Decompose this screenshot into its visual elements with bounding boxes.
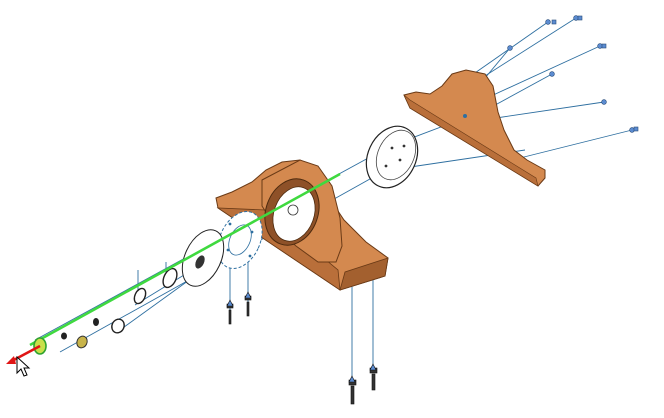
washer [61,332,67,340]
nut [93,318,99,326]
rear-cover-plate[interactable] [403,69,546,187]
bearing [162,267,178,289]
assembly-axis-highlight [29,172,341,347]
washer [76,335,88,349]
nut [111,318,125,334]
front-cover-plate[interactable] [357,118,428,196]
coordinate-triad-icon[interactable] [6,337,47,364]
spacer [133,287,147,305]
base-bolts[interactable] [226,291,378,405]
arrow-cursor-icon [16,356,31,377]
cover-bolts[interactable] [507,15,639,133]
axis-components[interactable] [61,266,180,349]
